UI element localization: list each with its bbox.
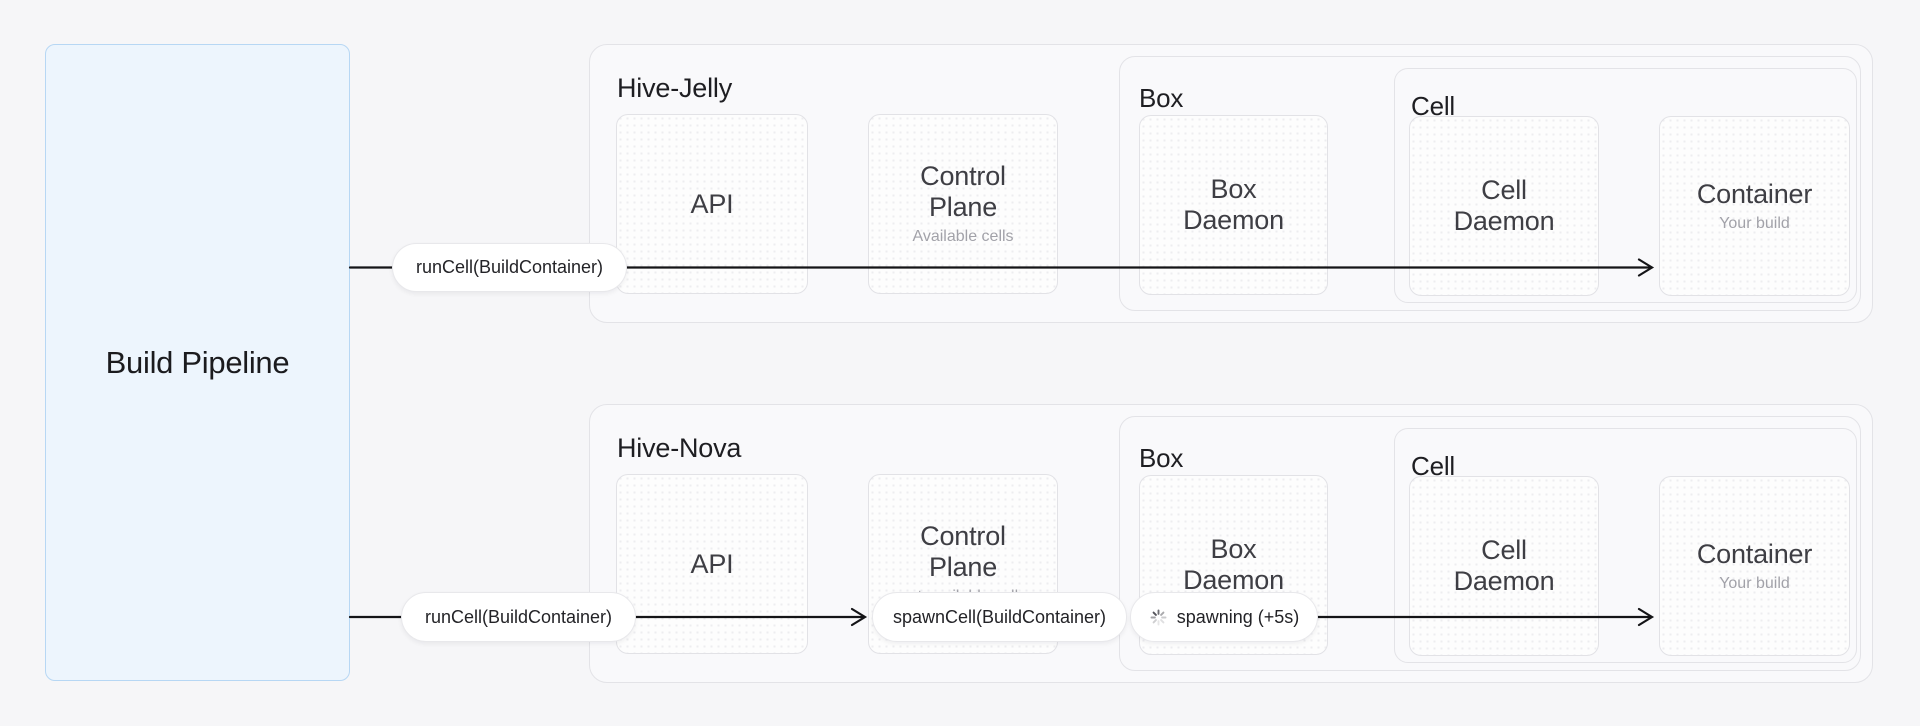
spinner-icon (1150, 609, 1167, 625)
box-title: Box (1139, 443, 1184, 473)
hive-title: Hive-Jelly (617, 73, 733, 103)
cell-daemon-node: Cell Daemon (1409, 116, 1599, 296)
container-node: Container Your build (1659, 116, 1850, 296)
cell-daemon-node: Cell Daemon (1409, 476, 1599, 656)
hive-jelly-group: Hive-Jelly API Control Plane Available c… (589, 44, 1873, 323)
node-label: Container (1696, 178, 1813, 209)
run-cell-pill: runCell(BuildContainer) (401, 592, 636, 642)
api-node: API (616, 114, 808, 294)
node-label: Control Plane (920, 521, 1006, 582)
cell-group: Cell Cell Daemon Container Your build (1394, 68, 1857, 303)
run-cell-pill: runCell(BuildContainer) (392, 243, 627, 292)
node-label: Box Daemon (1183, 534, 1284, 595)
box-title: Box (1139, 83, 1184, 113)
api-node: API (616, 474, 808, 654)
node-label: API (690, 548, 734, 579)
node-subtitle: Your build (1719, 214, 1790, 232)
container-node: Container Your build (1659, 476, 1850, 656)
node-subtitle: Your build (1719, 574, 1790, 592)
spawn-cell-pill: spawnCell(BuildContainer) (872, 592, 1127, 642)
node-label: Box Daemon (1183, 174, 1284, 235)
box-daemon-node: Box Daemon (1139, 115, 1328, 295)
hive-title: Hive-Nova (617, 433, 742, 463)
node-label: Control Plane (920, 161, 1006, 222)
cell-group: Cell Cell Daemon Container Your build (1394, 428, 1857, 663)
pipeline-title: Build Pipeline (105, 344, 290, 380)
pill-label: spawning (+5s) (1176, 606, 1300, 627)
pill-label: runCell(BuildContainer) (415, 257, 604, 277)
spawning-status-pill: spawning (+5s) (1130, 592, 1318, 642)
node-label: API (690, 188, 734, 219)
node-subtitle: Available cells (912, 228, 1014, 245)
build-pipeline-panel: Build Pipeline (45, 44, 350, 681)
box-group: Box Box Daemon Cell Cell Daemon Containe… (1119, 56, 1861, 311)
pill-label: runCell(BuildContainer) (424, 606, 613, 627)
node-label: Container (1696, 538, 1813, 569)
node-label: Cell Daemon (1453, 535, 1555, 596)
pill-label: spawnCell(BuildContainer) (892, 606, 1107, 627)
node-label: Cell Daemon (1453, 175, 1555, 236)
control-plane-node: Control Plane Available cells (868, 114, 1058, 294)
